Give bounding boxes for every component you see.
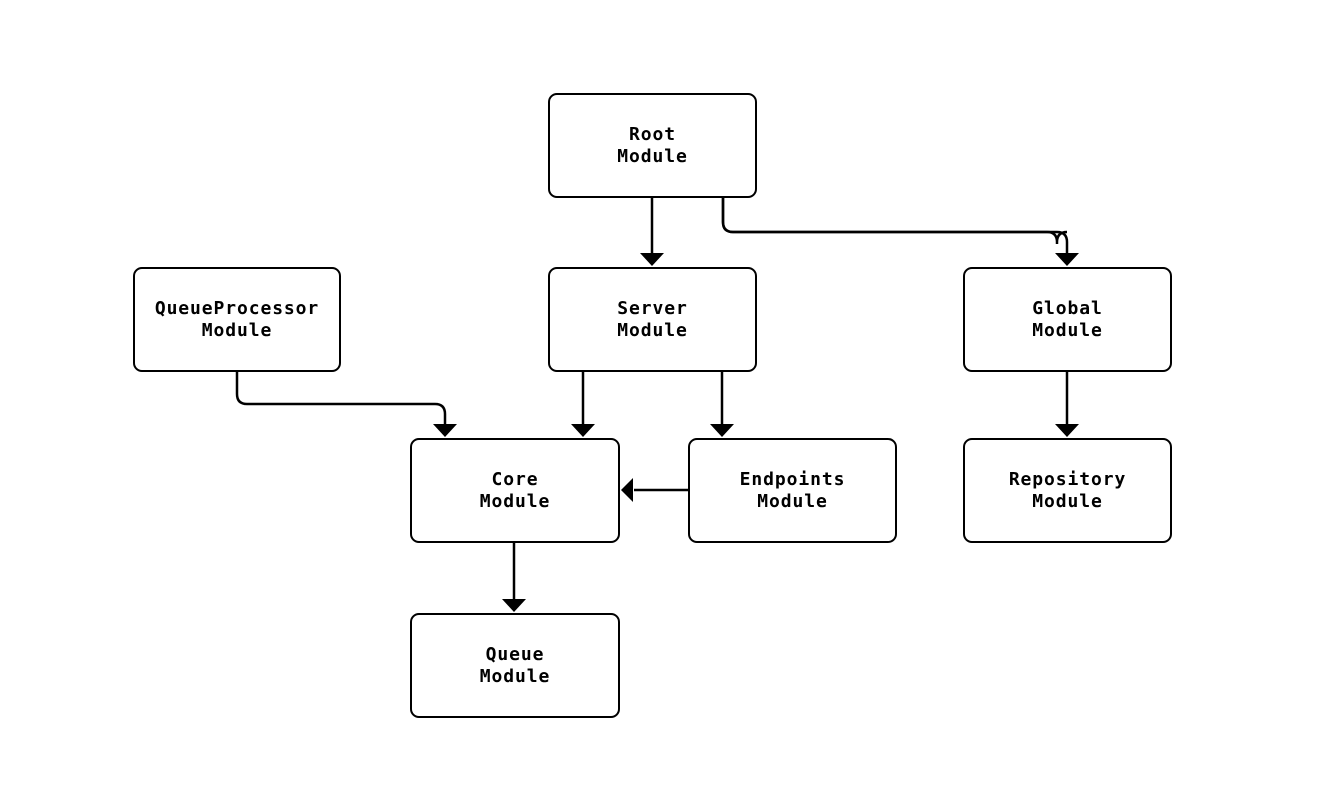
edge-endpoints-to-core	[621, 478, 688, 502]
node-server-module: Server Module	[548, 267, 757, 372]
edge-core-to-queue	[502, 543, 526, 612]
node-root-module-label: Root Module	[617, 123, 688, 167]
node-endpoints-module-label: Endpoints Module	[739, 468, 846, 512]
edge-server-to-core	[571, 372, 595, 437]
node-repository-module: Repository Module	[963, 438, 1172, 543]
node-server-module-label: Server Module	[617, 297, 688, 341]
node-endpoints-module: Endpoints Module	[688, 438, 897, 543]
edge-root-to-server	[640, 197, 664, 266]
node-queue-module-label: Queue Module	[479, 643, 551, 687]
node-global-module: Global Module	[963, 267, 1172, 372]
node-queueprocessor-module: QueueProcessor Module	[133, 267, 341, 372]
node-global-module-label: Global Module	[1032, 297, 1103, 341]
edge-server-to-endpoints	[710, 372, 734, 437]
node-root-module: Root Module	[548, 93, 757, 198]
edge-global-to-repository	[1055, 372, 1079, 437]
node-core-module-label: Core Module	[479, 468, 551, 512]
node-queue-module: Queue Module	[410, 613, 620, 718]
node-repository-module-label: Repository Module	[1008, 468, 1127, 512]
node-queueprocessor-module-label: QueueProcessor Module	[154, 297, 320, 341]
edge-root-to-global	[721, 197, 1079, 266]
edge-queueprocessor-to-core	[235, 372, 457, 437]
node-core-module: Core Module	[410, 438, 620, 543]
